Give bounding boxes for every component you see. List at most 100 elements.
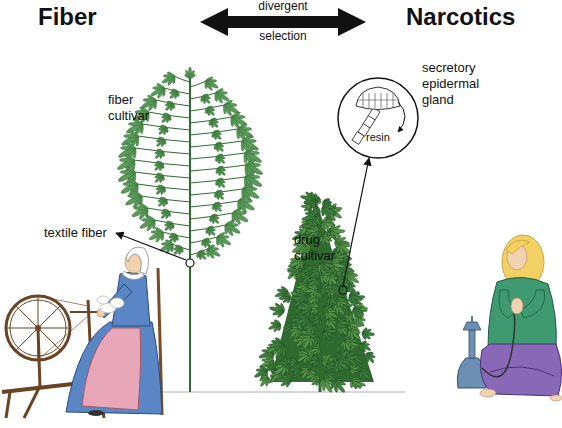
cannabis-leaf (128, 130, 138, 137)
cannabis-leaf (211, 130, 221, 140)
cannabis-leaf (340, 340, 345, 347)
cannabis-leaf (351, 308, 356, 315)
cannabis-leaf (313, 302, 319, 309)
cannabis-leaf (236, 129, 239, 139)
seated-smoker (480, 235, 562, 401)
cannabis-leaf (158, 185, 164, 188)
cannabis-leaf (330, 380, 335, 389)
cannabis-leaf (214, 144, 218, 150)
cannabis-leaf (244, 153, 247, 164)
cannabis-leaf (216, 236, 225, 248)
cannabis-leaf (347, 327, 361, 341)
cannabis-leaf (165, 239, 173, 245)
cannabis-leaf (361, 327, 374, 340)
cannabis-leaf (337, 243, 344, 255)
cannabis-leaf (336, 322, 342, 329)
cannabis-leaf (336, 359, 350, 371)
cannabis-leaf (154, 173, 164, 183)
cannabis-leaf (337, 240, 352, 255)
cannabis-leaf (214, 190, 224, 200)
cannabis-leaf (148, 227, 164, 243)
cannabis-leaf (334, 251, 346, 263)
cannabis-leaf (325, 312, 329, 320)
drug-plant (270, 200, 374, 382)
cannabis-leaf (313, 316, 320, 320)
cannabis-leaf (348, 290, 363, 304)
cannabis-leaf (319, 378, 335, 394)
cannabis-leaf (350, 380, 357, 389)
detail-marker (339, 286, 347, 294)
cannabis-leaf (237, 195, 255, 214)
cannabis-leaf (211, 132, 215, 138)
cannabis-leaf (157, 149, 163, 152)
cannabis-leaf (216, 168, 220, 174)
cannabis-leaf (241, 141, 244, 151)
spinning-wheel (35, 325, 41, 331)
cannabis-leaf (173, 245, 183, 255)
spinning-woman (66, 322, 162, 414)
cannabis-leaf (259, 375, 271, 387)
cannabis-leaf (336, 301, 340, 307)
seated-smoker (490, 367, 554, 376)
cannabis-leaf (269, 302, 285, 318)
cannabis-leaf (132, 190, 142, 197)
cannabis-leaf (269, 337, 283, 351)
cannabis-leaf (214, 142, 224, 152)
spinning-woman (97, 296, 109, 304)
cannabis-leaf (208, 120, 212, 126)
cannabis-leaf (118, 142, 137, 161)
cannabis-leaf (336, 316, 350, 329)
cannabis-leaf (175, 245, 181, 248)
cannabis-leaf (314, 225, 319, 232)
spinning-woman (126, 247, 149, 274)
drug-plant (254, 191, 376, 393)
cannabis-leaf (304, 323, 315, 337)
cannabis-leaf (215, 180, 219, 186)
cannabis-leaf (337, 322, 347, 329)
resin-arrow (398, 102, 405, 132)
cannabis-leaf (157, 173, 163, 176)
cannabis-leaf (200, 94, 210, 104)
cannabis-leaf (350, 380, 362, 389)
cannabis-leaf (327, 295, 338, 306)
cannabis-leaf (225, 223, 241, 235)
hookah (471, 316, 473, 322)
cannabis-leaf (289, 363, 301, 374)
cannabis-leaf (156, 137, 166, 147)
cannabis-leaf (363, 352, 375, 364)
gland-drawing (358, 100, 398, 101)
cannabis-leaf (260, 376, 270, 387)
cannabis-leaf (310, 192, 315, 200)
cannabis-leaf (360, 343, 366, 352)
gland-drawing (356, 87, 400, 110)
cannabis-leaf (212, 202, 222, 212)
cannabis-leaf (125, 166, 135, 173)
cannabis-leaf (291, 326, 298, 329)
cannabis-leaf (201, 240, 205, 246)
cannabis-leaf (215, 156, 219, 162)
hookah (469, 330, 475, 358)
cannabis-leaf (304, 284, 318, 297)
cannabis-leaf (128, 178, 138, 185)
gland-drawing (387, 93, 388, 108)
cannabis-leaf (156, 161, 162, 164)
cannabis-leaf (215, 178, 225, 188)
leader-line (343, 158, 369, 286)
cannabis-leaf (150, 83, 165, 99)
spinning-wheel (15, 305, 61, 351)
gland-drawing (369, 93, 370, 108)
cannabis-leaf (310, 369, 317, 375)
spinning-woman (88, 410, 104, 416)
cannabis-leaf (336, 360, 343, 372)
cannabis-leaf (146, 215, 155, 221)
cannabis-leaf (309, 209, 317, 216)
cannabis-leaf (224, 220, 241, 237)
cannabis-leaf (312, 284, 318, 291)
cannabis-leaf (316, 207, 321, 214)
cannabis-leaf (274, 319, 281, 325)
spinning-wheel (6, 392, 10, 418)
cannabis-leaf (328, 297, 338, 305)
cannabis-leaf (321, 222, 331, 231)
cannabis-leaf (359, 371, 362, 378)
cannabis-leaf (361, 333, 366, 340)
